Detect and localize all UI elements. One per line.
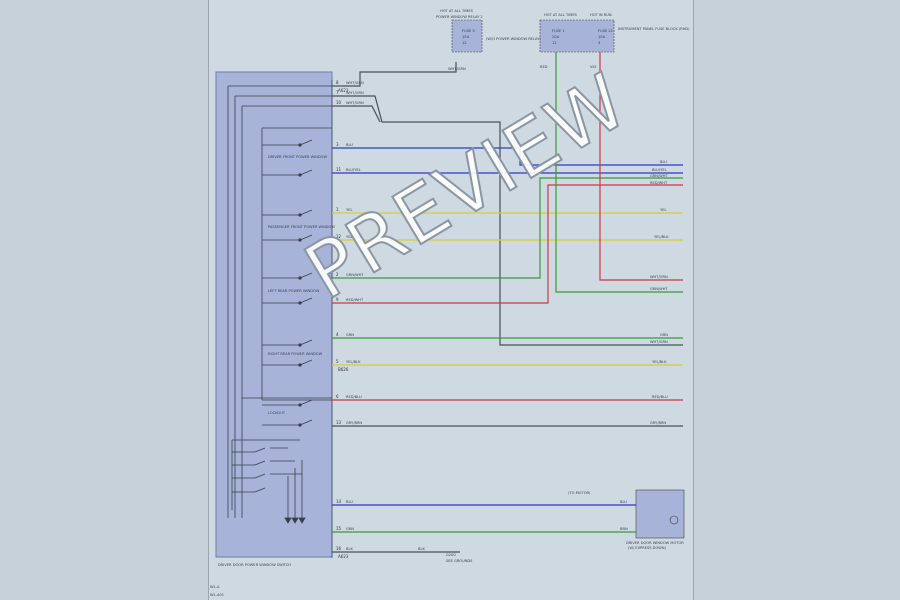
wire-4: GRN bbox=[346, 333, 354, 337]
fuse-22-header: HOT IN RUN bbox=[590, 13, 612, 17]
footer-code: W1-A bbox=[210, 585, 220, 589]
switch-labels: DRIVER FRONT POWER WINDOW PASSENGER FRON… bbox=[268, 155, 335, 415]
top-left-fuse-fuse: FUSE 3 bbox=[462, 29, 475, 33]
wire-1: YEL bbox=[346, 208, 352, 212]
right-label-10: WHT/GRN bbox=[650, 340, 668, 344]
wire-5: YEL/BLK bbox=[346, 360, 361, 364]
wire-9: RED/WHT bbox=[346, 298, 364, 302]
wire-runs bbox=[332, 50, 683, 553]
pin-6: 6 bbox=[336, 394, 339, 399]
top-left-fuse-header: HOT AT ALL TIMES bbox=[440, 9, 474, 13]
motor-label: DRIVER DOOR WINDOW MOTOR bbox=[626, 541, 684, 545]
pin-10: 10 bbox=[336, 100, 342, 105]
fuse-1-fuse: FUSE 1 bbox=[552, 29, 565, 33]
right-label-3: GRN/WHT bbox=[650, 174, 668, 178]
top-right-fuse-box bbox=[539, 19, 615, 53]
switch-label-4: RIGHT REAR POWER WINDOW bbox=[268, 352, 323, 356]
switch-label-1: DRIVER FRONT POWER WINDOW bbox=[268, 155, 327, 159]
wire-labels: 8 WHT/GRN 7 WHT/GRN 10 WHT/GRN 3 BLU 11 … bbox=[336, 80, 364, 551]
fuse-1-wire: RED bbox=[540, 65, 548, 69]
right-label-5: YEL bbox=[660, 208, 666, 212]
top-right-fuse-note: INSTRUMENT PANEL FUSE BLOCK (RHD) bbox=[618, 27, 690, 31]
top-left-fuse-wire: WHT/GRN bbox=[448, 67, 466, 71]
pin-3: 3 bbox=[336, 142, 339, 147]
ground-note: SEE GROUNDS bbox=[446, 559, 473, 563]
fuse-22-wire: VIO bbox=[590, 65, 597, 69]
pin-16: 16 bbox=[336, 546, 342, 551]
top-left-fuse-title: POWER WINDOW RELAY 2 bbox=[436, 15, 483, 19]
fuse-1-pin: 12 bbox=[552, 41, 557, 45]
motor-icon bbox=[669, 515, 679, 525]
top-left-fuse-box bbox=[451, 19, 483, 53]
top-left-fuse-pin: 12 bbox=[462, 41, 467, 45]
right-label-6: YEL/BLK bbox=[654, 235, 669, 239]
switch-buses bbox=[227, 85, 332, 520]
right-labels: BLU BLU/YEL GRN/WHT RED/WHT YEL YEL/BLK … bbox=[650, 160, 669, 425]
motor-upper: BLU bbox=[620, 500, 627, 504]
wire-2: GRN/WHT bbox=[346, 273, 364, 277]
connector-bot: A623 bbox=[338, 554, 349, 559]
fuse-22-fuse: FUSE 22 bbox=[598, 29, 613, 33]
switch-label-3: LEFT REAR POWER WINDOW bbox=[268, 289, 320, 293]
switch-label-5: LOCKOUT bbox=[268, 411, 286, 415]
right-label-9: GRN bbox=[660, 333, 668, 337]
wire-10: WHT/GRN bbox=[346, 101, 364, 105]
window-motor-box bbox=[635, 489, 685, 539]
wire-8: WHT/GRN bbox=[346, 81, 364, 85]
connector-mid: B626 bbox=[338, 367, 349, 372]
wire-13: GRY/BRN bbox=[346, 421, 362, 425]
top-left-fuse-amp: 15A bbox=[462, 35, 470, 39]
right-label-11: YEL/BLK bbox=[652, 360, 667, 364]
wire-14: BLU bbox=[346, 500, 353, 504]
pin-5: 5 bbox=[336, 359, 339, 364]
wire-15: GRN bbox=[346, 527, 354, 531]
pin-15: 15 bbox=[336, 526, 342, 531]
right-label-13: GRY/BRN bbox=[650, 421, 666, 425]
ground-label: G200 bbox=[446, 553, 456, 557]
wire-3: BLU bbox=[346, 143, 353, 147]
motor-note: (TO MOTOR) bbox=[568, 491, 591, 495]
pin-11: 11 bbox=[336, 167, 342, 172]
pin-4: 4 bbox=[336, 332, 339, 337]
right-label-12: RED/BLU bbox=[652, 395, 668, 399]
ground-wire: BLK bbox=[418, 547, 425, 551]
wire-7: WHT/GRN bbox=[346, 91, 364, 95]
fuse-22-amp: 10A bbox=[598, 35, 606, 39]
top-left-fuse-note: (W/O POWER WINDOW RELAY) bbox=[486, 37, 541, 41]
wire-16: BLK bbox=[346, 547, 353, 551]
pin-2: 2 bbox=[336, 272, 339, 277]
right-label-4: RED/WHT bbox=[650, 181, 668, 185]
pin-14: 14 bbox=[336, 499, 342, 504]
wire-11: BLU/YEL bbox=[346, 168, 361, 172]
right-label-2: BLU/YEL bbox=[652, 168, 667, 172]
pin-12: 12 bbox=[336, 234, 342, 239]
fuse-22-pin: 3 bbox=[598, 41, 600, 45]
fuse-1-header: HOT AT ALL TIMES bbox=[544, 13, 578, 17]
right-label-1: BLU bbox=[660, 160, 667, 164]
pin-7: 7 bbox=[336, 90, 339, 95]
right-label-8: GRN/WHT bbox=[650, 287, 668, 291]
wire-6: RED/BLU bbox=[346, 395, 362, 399]
motor-lower: BRN bbox=[620, 527, 628, 531]
switch-label-2: PASSENGER FRONT POWER WINDOW bbox=[268, 225, 335, 229]
pin-9: 9 bbox=[336, 297, 339, 302]
module-label: DRIVER DOOR POWER WINDOW SWITCH bbox=[218, 563, 291, 567]
motor-sub: (W/ EXPRESS DOWN) bbox=[628, 546, 667, 550]
page-note: W1-A01 bbox=[210, 593, 224, 597]
right-label-7: WHT/GRN bbox=[650, 275, 668, 279]
pin-8: 8 bbox=[336, 80, 339, 85]
switch-contacts bbox=[232, 139, 313, 524]
pin-1: 1 bbox=[336, 207, 339, 212]
wire-12: YEL/BLK bbox=[346, 235, 361, 239]
pin-13: 13 bbox=[336, 420, 342, 425]
connector-top: A623 bbox=[338, 88, 349, 93]
fuse-1-amp: 20A bbox=[552, 35, 560, 39]
